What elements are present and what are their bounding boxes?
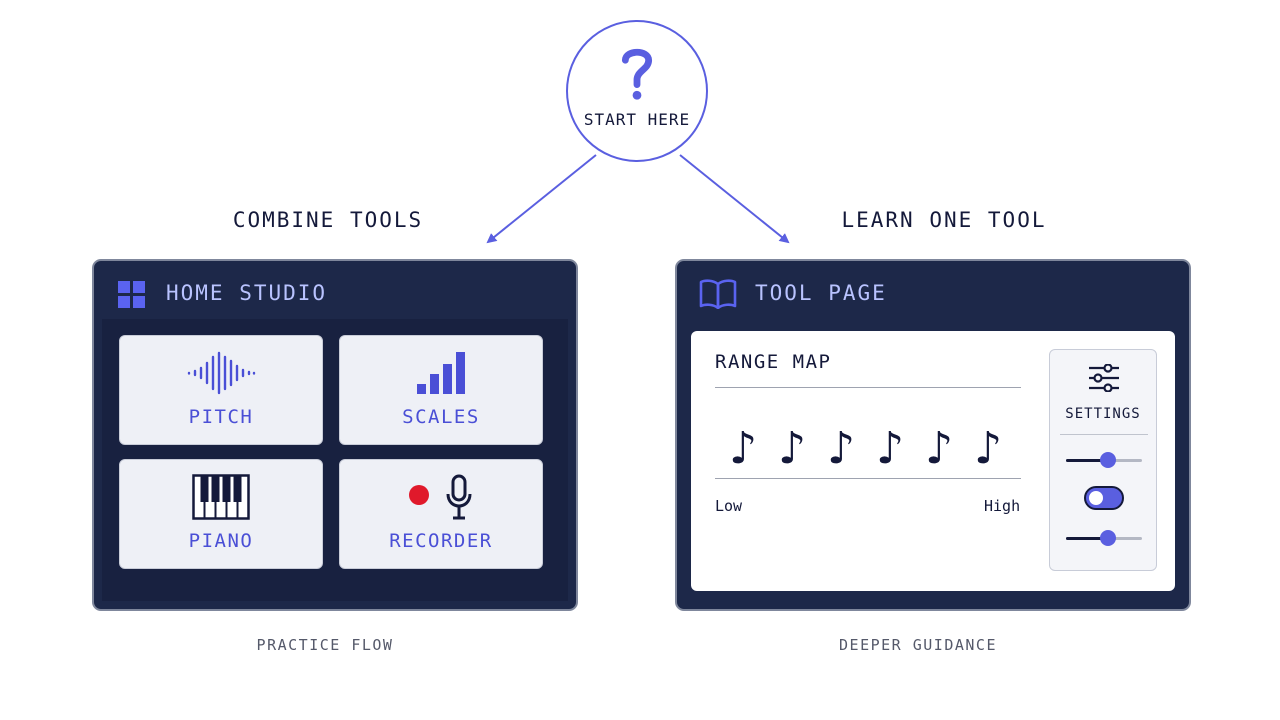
piano-tile[interactable]: PIANO [119,459,323,569]
note-icon: ♪ [876,423,905,474]
arrow-right [679,154,790,244]
bars-icon [417,352,465,394]
slider-handle-2[interactable] [1099,530,1116,546]
home-studio-panel: HOME STUDIO [92,259,578,611]
record-dot-icon [409,485,429,505]
settings-panel: SETTINGS [1049,349,1157,571]
arrow-left [486,154,597,244]
slider-track-1[interactable] [1066,452,1142,468]
home-studio-title: HOME STUDIO [166,281,328,305]
grid-icon [118,281,145,308]
sliders-icon [1089,364,1119,392]
book-icon [699,279,737,309]
question-icon [621,48,653,100]
settings-label: SETTINGS [1065,406,1141,422]
note-icon: ♪ [729,423,758,474]
settings-divider [1060,434,1148,435]
slider-track-2[interactable] [1066,530,1142,546]
scales-label: SCALES [402,406,480,428]
start-here-label: START HERE [583,110,691,129]
recorder-tile[interactable]: RECORDER [339,459,543,569]
tool-page-panel: TOOL PAGE RANGE MAP ♪ ♪ ♪ ♪ ♪ ♪ Low High [675,259,1191,611]
practice-flow-label: PRACTICE FLOW [256,636,394,654]
scales-tile[interactable]: SCALES [339,335,543,445]
range-map-divider [715,387,1021,388]
piano-label: PIANO [188,530,254,552]
note-icon: ♪ [925,423,954,474]
learn-one-tool-label: LEARN ONE TOOL [841,208,1047,232]
microphone-icon [409,474,472,520]
note-icon: ♪ [974,423,1003,474]
range-low-label: Low [715,497,743,515]
recorder-label: RECORDER [389,530,493,552]
start-here-node[interactable]: START HERE [566,20,708,162]
range-map-title: RANGE MAP [715,351,832,373]
waveform-icon [187,351,256,395]
combine-tools-label: COMBINE TOOLS [232,208,424,232]
slider-handle-1[interactable] [1099,452,1116,468]
note-icon: ♪ [778,423,807,474]
piano-icon [192,474,250,520]
tool-page-title: TOOL PAGE [755,281,887,305]
pitch-tile[interactable]: PITCH [119,335,323,445]
home-studio-body: PITCH SCALES [102,319,568,601]
settings-toggle[interactable] [1084,486,1124,510]
deeper-guidance-label: DEEPER GUIDANCE [839,636,997,654]
note-icon: ♪ [827,423,856,474]
tool-card: RANGE MAP ♪ ♪ ♪ ♪ ♪ ♪ Low High SETTINGS [691,331,1175,591]
range-high-label: High [984,497,1021,515]
range-axis [715,478,1021,479]
pitch-label: PITCH [188,406,254,428]
